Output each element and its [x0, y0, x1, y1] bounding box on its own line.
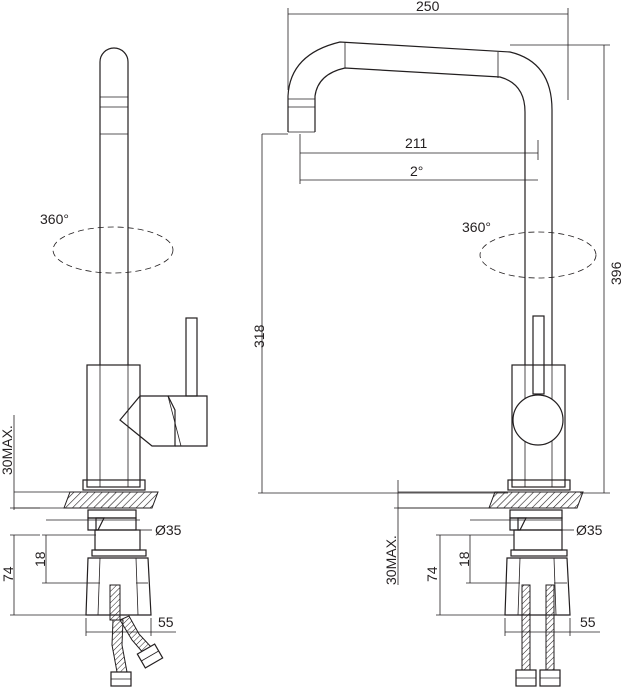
- side-shank: [85, 509, 152, 616]
- front-overall-width-label: 250: [416, 0, 440, 14]
- front-rotation-label: 360°: [462, 219, 491, 235]
- side-counter-height-label: 30MAX.: [0, 425, 15, 475]
- front-body: [511, 315, 566, 488]
- front-countertop: [398, 479, 584, 509]
- side-view: 360°: [0, 47, 208, 687]
- front-view: 360°: [251, 0, 623, 687]
- front-hose-width-label: 55: [580, 614, 596, 630]
- front-dimensions: 250 396 318 211 2° 30MAX.: [251, 0, 623, 636]
- side-shank-short-label: 18: [32, 551, 48, 567]
- front-counter-height-label: 30MAX.: [383, 535, 399, 585]
- front-shank-total-label: 74: [424, 566, 440, 582]
- side-spout: [99, 47, 129, 365]
- side-rotation-indicator: 360°: [40, 211, 174, 274]
- side-hose-width-label: 55: [158, 614, 174, 630]
- front-overall-height-label: 396: [608, 261, 623, 285]
- front-spout: [287, 41, 553, 365]
- side-pipe-diameter-label: Ø35: [155, 522, 182, 538]
- side-countertop: [14, 479, 159, 509]
- side-hoses: [109, 584, 164, 687]
- side-rotation-label: 360°: [40, 211, 69, 227]
- front-pipe-diameter-label: Ø35: [576, 522, 603, 538]
- front-shank: [504, 509, 571, 616]
- side-body: [86, 364, 141, 488]
- side-dimensions: 30MAX. Ø35 18 74 55: [0, 415, 182, 636]
- front-hoses: [515, 584, 561, 687]
- front-spout-height-label: 318: [251, 324, 267, 348]
- side-shank-total-label: 74: [0, 566, 16, 582]
- front-rotation-indicator: 360°: [462, 219, 597, 279]
- front-shank-short-label: 18: [456, 551, 472, 567]
- front-angle-label: 2°: [410, 163, 423, 179]
- side-handle: [119, 317, 208, 447]
- front-reach-label: 211: [405, 135, 428, 151]
